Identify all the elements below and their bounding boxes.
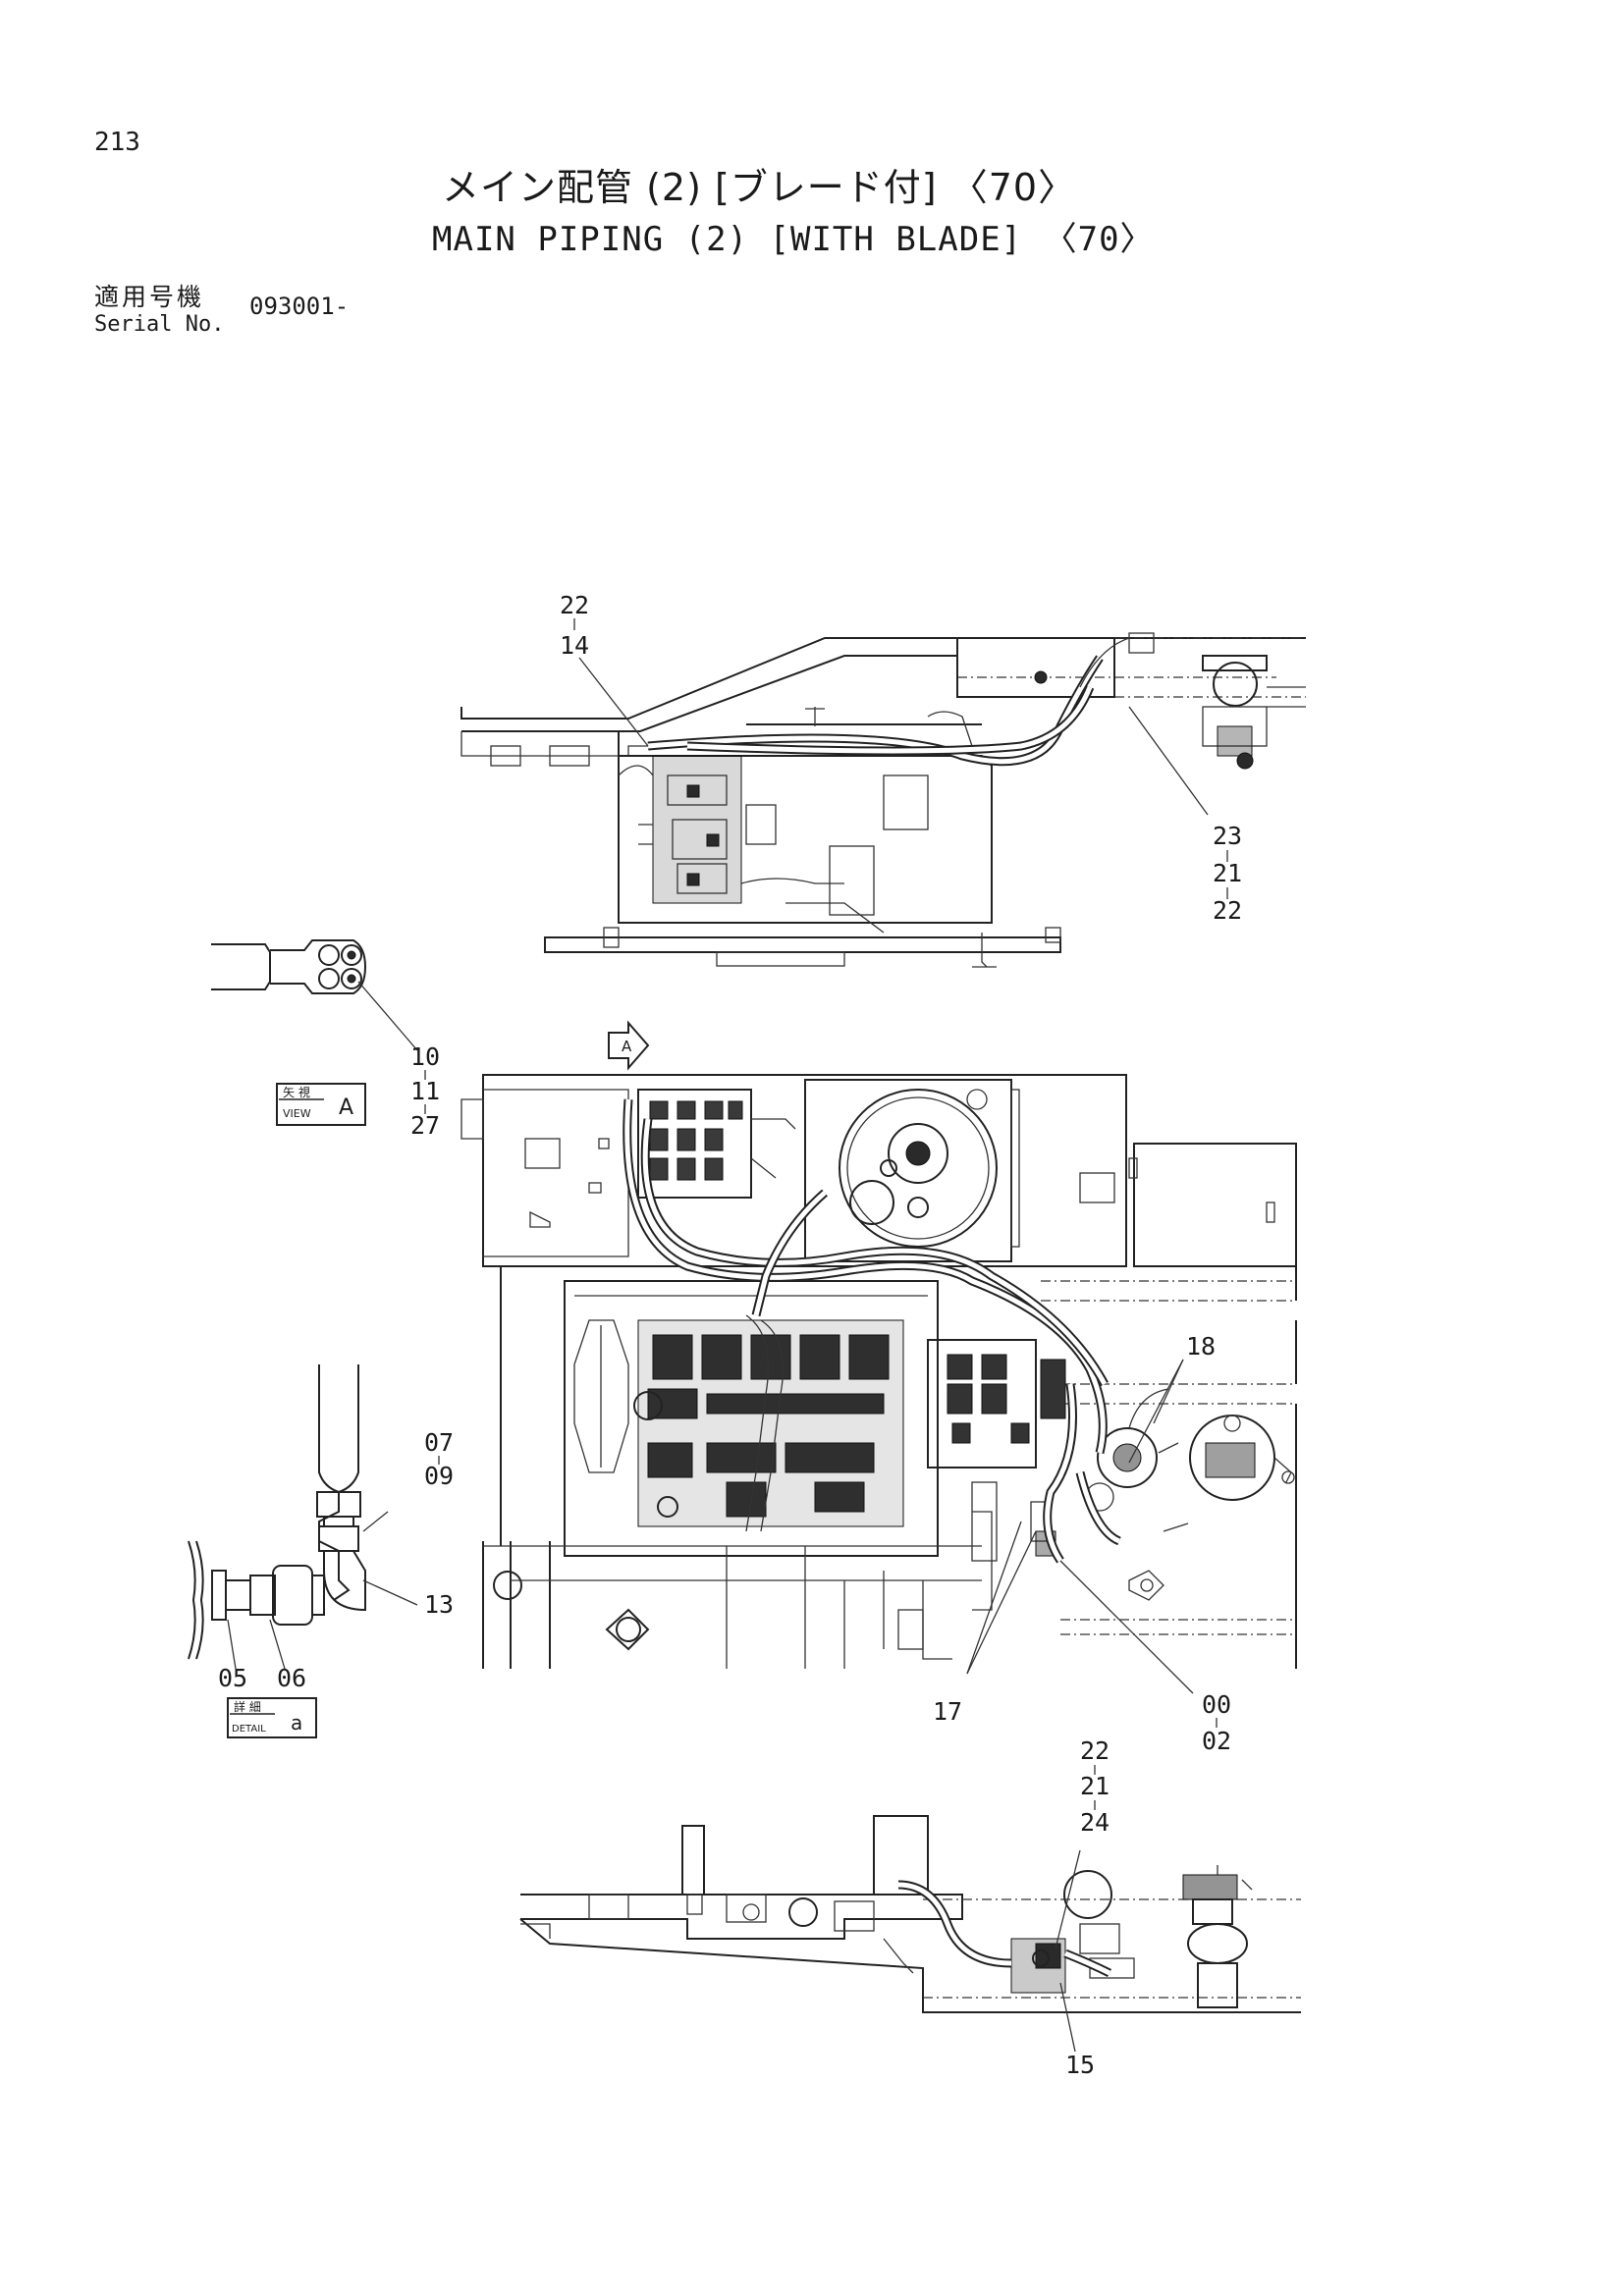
callout-23: 23 — [1213, 822, 1242, 850]
detail-stamp-letter: a — [291, 1711, 302, 1735]
callout-07: 07 — [424, 1428, 454, 1457]
detail-stamp-japanese: 詳 細 — [234, 1699, 261, 1714]
callout-27: 27 — [410, 1111, 440, 1140]
callout-21-right: 21 — [1213, 859, 1242, 887]
callout-06: 06 — [277, 1664, 306, 1692]
serial-number-value: 093001- — [249, 293, 350, 320]
view-a-detail — [211, 939, 418, 1051]
callout-24: 24 — [1080, 1808, 1110, 1837]
callout-22-top: 22 — [560, 591, 589, 619]
callout-09: 09 — [424, 1462, 454, 1490]
callout-10: 10 — [410, 1042, 440, 1071]
bottom-side-view — [519, 1815, 1301, 2053]
callout-00: 00 — [1202, 1690, 1231, 1719]
main-plan-view — [460, 1020, 1297, 1694]
callout-11: 11 — [410, 1077, 440, 1105]
view-stamp-letter: A — [339, 1095, 353, 1120]
view-stamp-japanese: 矢 視 — [283, 1085, 310, 1099]
callout-22-bottom: 22 — [1080, 1736, 1110, 1765]
callout-22-right: 22 — [1213, 896, 1242, 925]
page-number: 213 — [94, 128, 140, 157]
page-title-english: MAIN PIPING (2) [WITH BLADE] 〈70〉 — [432, 220, 1155, 259]
detail-a-stamp: 詳 細 DETAIL a — [227, 1697, 317, 1738]
view-a-stamp: 矢 視 VIEW A — [276, 1083, 366, 1126]
callout-13: 13 — [424, 1590, 454, 1619]
callout-labels: 22 14 23 21 22 10 11 27 07 09 13 05 06 1… — [218, 591, 1242, 2079]
callout-15: 15 — [1065, 2051, 1095, 2079]
serial-label-english: Serial No. — [94, 312, 225, 337]
view-arrow-letter: A — [622, 1038, 632, 1055]
page-title-japanese: メイン配管 (2) [ブレード付] 〈70〉 — [442, 166, 1077, 209]
callout-02: 02 — [1202, 1727, 1231, 1755]
detail-stamp-english: DETAIL — [232, 1724, 266, 1735]
callout-17: 17 — [933, 1697, 962, 1726]
top-side-view — [460, 632, 1306, 968]
callout-18: 18 — [1186, 1332, 1216, 1361]
callout-05: 05 — [218, 1664, 247, 1692]
callout-21-bottom: 21 — [1080, 1772, 1110, 1800]
serial-label-japanese: 適用号機 — [94, 283, 205, 311]
callout-14-top: 14 — [560, 631, 589, 660]
view-stamp-english: VIEW — [283, 1107, 311, 1120]
detail-a-fitting — [188, 1364, 418, 1670]
